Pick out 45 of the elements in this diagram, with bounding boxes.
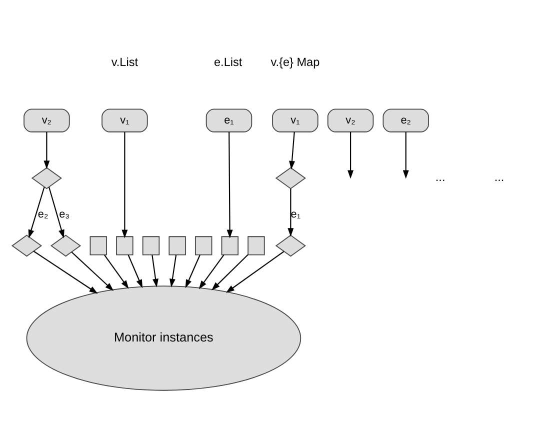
- arrow: [48, 186, 64, 238]
- arrow: [170, 254, 177, 287]
- arrow: [185, 254, 200, 288]
- node-box: v₂: [327, 108, 374, 132]
- edge-label: e₁: [290, 208, 301, 220]
- label: ...: [435, 170, 446, 184]
- arrow: [212, 254, 248, 290]
- node-diamond: [11, 234, 42, 256]
- arrow: [44, 131, 50, 169]
- node-diamond: [31, 166, 62, 189]
- arrow: [226, 131, 233, 238]
- node-box: [248, 236, 265, 255]
- arrow: [122, 131, 128, 238]
- arrow: [402, 131, 409, 178]
- label: ...: [494, 170, 504, 184]
- label: v.List: [111, 56, 138, 69]
- arrow: [71, 251, 114, 290]
- node-box: [90, 236, 108, 255]
- arrow: [348, 131, 354, 178]
- node-box: [194, 236, 212, 255]
- arrow: [28, 186, 45, 238]
- arrow: [198, 254, 224, 289]
- arrow: [152, 254, 158, 287]
- arrow: [288, 188, 294, 236]
- label: e.List: [214, 56, 242, 69]
- arrow: [33, 250, 98, 294]
- node-box: [168, 236, 186, 255]
- node-diamond: [50, 234, 82, 256]
- node-box: [142, 236, 160, 255]
- label: v.{e} Map: [270, 56, 320, 69]
- node-diamond: [275, 166, 306, 189]
- node-diamond: [275, 234, 306, 256]
- node-box: e₁: [206, 108, 252, 132]
- arrow: [226, 250, 284, 292]
- node-box: v₂: [24, 108, 70, 132]
- arrow: [289, 131, 295, 170]
- node-box: e₂: [382, 108, 429, 132]
- edge-label: e₃: [59, 208, 70, 220]
- node-box: [116, 236, 134, 255]
- edge-label: e₂: [38, 208, 48, 220]
- arrow: [104, 254, 129, 288]
- arrow: [128, 254, 143, 288]
- node-box: [221, 236, 239, 255]
- node-box: v₁: [102, 108, 148, 132]
- node-box: v₁: [272, 108, 318, 132]
